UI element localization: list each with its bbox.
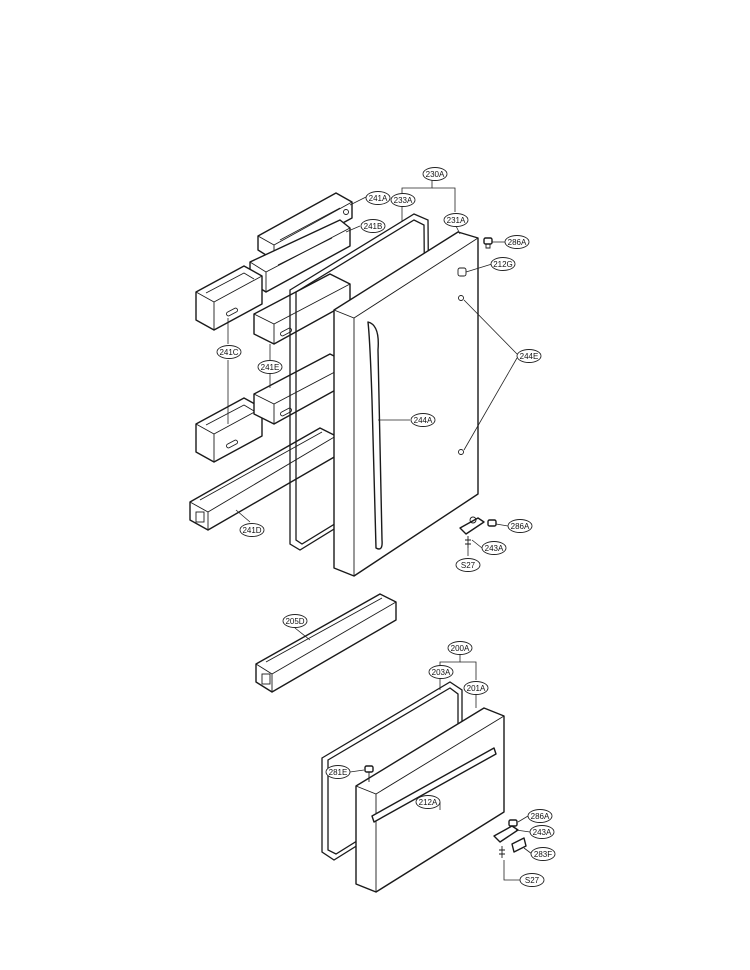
callout-231a: 231A — [443, 213, 469, 227]
callout-283f: 283F — [530, 847, 556, 861]
bin-241e-lower — [253, 353, 351, 425]
callout-212g: 212G — [490, 257, 516, 271]
screw-281e — [364, 765, 374, 782]
svg-text:203A: 203A — [432, 668, 451, 677]
svg-text:212A: 212A — [419, 798, 438, 807]
svg-text:200A: 200A — [451, 644, 470, 653]
callout-286a-top: 286A — [504, 235, 530, 249]
leader-lines — [227, 180, 533, 881]
svg-text:241C: 241C — [219, 348, 238, 357]
svg-text:230A: 230A — [426, 170, 445, 179]
callout-241b: 241B — [360, 219, 386, 233]
svg-text:241A: 241A — [369, 194, 388, 203]
svg-text:233A: 233A — [394, 196, 413, 205]
svg-text:281E: 281E — [329, 768, 348, 777]
callout-s27-bot: S27 — [519, 873, 545, 887]
svg-text:241B: 241B — [364, 222, 383, 231]
callout-244a: 244A — [410, 413, 436, 427]
callout-286a-mid: 286A — [507, 519, 533, 533]
svg-text:201A: 201A — [467, 684, 486, 693]
svg-text:231A: 231A — [447, 216, 466, 225]
callout-201a: 201A — [463, 681, 489, 695]
bin-241b — [249, 219, 351, 293]
svg-text:S27: S27 — [525, 876, 540, 885]
callout-243a-mid: 243A — [481, 541, 507, 555]
callout-281e: 281E — [325, 765, 351, 779]
svg-text:243A: 243A — [533, 828, 552, 837]
callout-241e: 241E — [257, 360, 283, 374]
callout-241a: 241A — [365, 191, 391, 205]
callout-230a: 230A — [422, 167, 448, 181]
callout-203a: 203A — [428, 665, 454, 679]
callout-212a: 212A — [415, 795, 441, 809]
callout-286a-bot: 286A — [527, 809, 553, 823]
svg-text:S27: S27 — [461, 561, 476, 570]
cap-286a-top — [483, 237, 493, 249]
callout-244e: 244E — [516, 349, 542, 363]
svg-text:243A: 243A — [485, 544, 504, 553]
callout-241c: 241C — [216, 345, 242, 359]
svg-text:286A: 286A — [531, 812, 550, 821]
svg-text:283F: 283F — [534, 850, 552, 859]
upper-door — [333, 231, 479, 577]
callout-200a: 200A — [447, 641, 473, 655]
svg-text:241D: 241D — [242, 526, 261, 535]
svg-text:241E: 241E — [261, 363, 280, 372]
callout-s27-mid: S27 — [455, 558, 481, 572]
callout-243a-bot: 243A — [529, 825, 555, 839]
svg-text:286A: 286A — [511, 522, 530, 531]
callout-233a: 233A — [390, 193, 416, 207]
svg-text:244A: 244A — [414, 416, 433, 425]
bin-241c-upper — [195, 265, 263, 331]
bin-241a — [257, 192, 353, 261]
callout-241d: 241D — [239, 523, 265, 537]
svg-text:205D: 205D — [285, 617, 304, 626]
svg-text:244E: 244E — [520, 352, 539, 361]
svg-text:286A: 286A — [508, 238, 527, 247]
bin-241c-lower — [195, 397, 263, 463]
hinge-243a-upper — [459, 516, 497, 548]
callout-205d: 205D — [282, 614, 308, 628]
hinge-243a-lower — [493, 819, 527, 858]
svg-text:212G: 212G — [493, 260, 513, 269]
bin-205d — [255, 593, 397, 693]
